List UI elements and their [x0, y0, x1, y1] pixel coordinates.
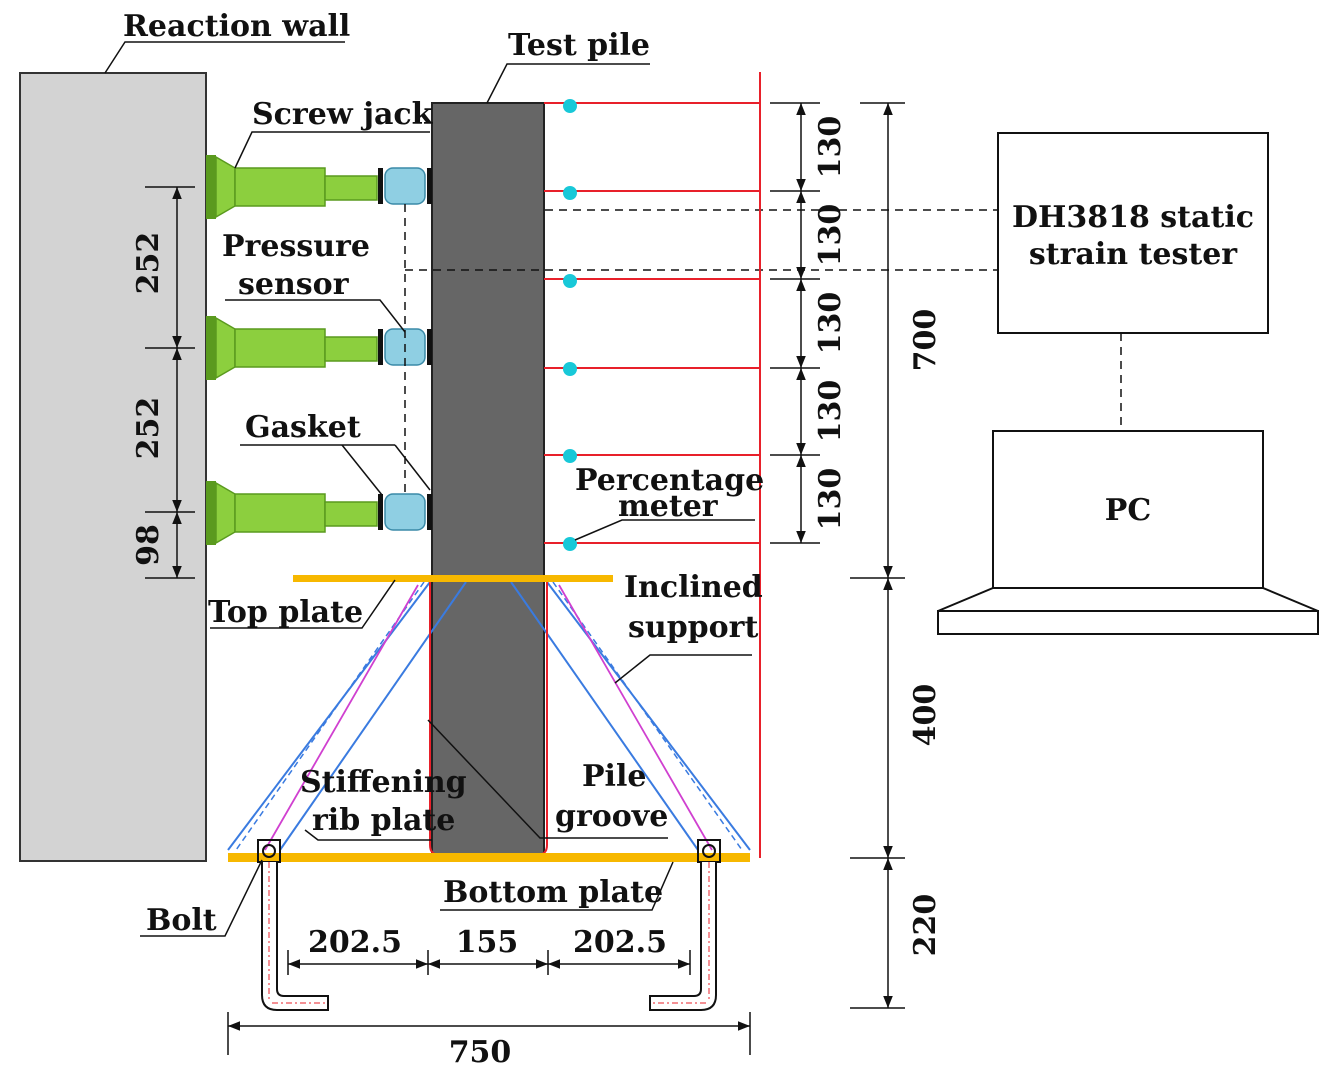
pressure-sensor-label-1: Pressure [222, 229, 370, 264]
screw-jack-leader [234, 131, 430, 169]
meter-dot-3 [563, 274, 577, 288]
pile-groove-label-2: groove [555, 799, 668, 834]
sensor-cable [404, 204, 998, 494]
percentage-meter-label-1: Percentage [575, 463, 764, 498]
top-plate [293, 575, 613, 582]
stiffening-rib-leader [304, 829, 432, 841]
dim-jack-spacing-2: 252 [131, 397, 166, 460]
pressure-sensor-label-2: sensor [238, 267, 350, 302]
inclined-support-label-1: Inclined [624, 570, 763, 605]
screw-jack-3 [206, 481, 432, 545]
pressure-sensor-1 [384, 167, 426, 205]
dim-meter-spacing-4: 130 [813, 380, 848, 443]
height-dimension-lines [850, 102, 905, 1009]
dim-width-pile: 155 [456, 925, 519, 960]
dim-width-left: 202.5 [308, 925, 402, 960]
dim-meter-spacing-5: 130 [813, 468, 848, 531]
bolt-label: Bolt [146, 903, 217, 938]
dim-height-middle: 400 [908, 684, 943, 747]
test-pile [431, 102, 545, 856]
strain-tester-label-2: strain tester [1029, 237, 1238, 272]
meter-dot-6 [563, 537, 577, 551]
pc-keyboard [937, 610, 1319, 635]
dim-jack-spacing-1: 252 [131, 232, 166, 295]
dim-height-lower: 220 [908, 894, 943, 957]
screw-jack-2 [206, 316, 432, 380]
width-dimension-lines [227, 950, 751, 1055]
strain-tester-label-1: DH3818 static [1012, 200, 1254, 235]
gasket-label: Gasket [245, 410, 361, 445]
dim-width-total: 750 [449, 1035, 512, 1070]
pile-groove-label-1: Pile [582, 759, 646, 794]
bolt-left [257, 839, 329, 1011]
top-plate-label: Top plate [208, 595, 363, 630]
meter-dot-1 [563, 99, 577, 113]
meter-dot-2 [563, 186, 577, 200]
dim-jack-to-plate: 98 [131, 524, 166, 566]
screw-jack-label: Screw jack [252, 97, 434, 132]
dim-width-right: 202.5 [573, 925, 667, 960]
bolt-leader [140, 859, 263, 937]
test-pile-label: Test pile [508, 28, 650, 63]
bottom-plate-label: Bottom plate [443, 875, 663, 910]
inclined-support-leader [614, 654, 752, 684]
test-pile-leader [486, 63, 650, 104]
meter-dot-5 [563, 449, 577, 463]
percentage-meter-leader [574, 519, 755, 541]
percentage-meters [563, 99, 577, 551]
strain-tester-box [997, 132, 1269, 334]
bottom-plate [228, 853, 750, 862]
meter-dimension-lines [770, 102, 820, 544]
inclined-support-label-2: support [628, 610, 758, 645]
reaction-wall-label: Reaction wall [123, 9, 350, 44]
gasket-leader-2 [394, 444, 431, 491]
pressure-sensor-3 [384, 493, 426, 531]
reaction-wall-leader [104, 41, 345, 74]
gasket-leader-1 [341, 444, 383, 496]
stiffening-rib-label-2: rib plate [312, 803, 455, 838]
left-dimension-lines [145, 186, 195, 579]
screw-jack-1 [206, 155, 432, 219]
pressure-sensor-leader [225, 299, 406, 333]
top-plate-leader [210, 579, 396, 629]
inclined-supports [227, 581, 751, 851]
bolt-right [649, 839, 721, 1011]
reaction-wall [19, 72, 207, 862]
dim-meter-spacing-3: 130 [813, 292, 848, 355]
pc-label: PC [1105, 493, 1151, 528]
dim-height-upper: 700 [908, 309, 943, 372]
pile-groove-leader [427, 719, 668, 839]
stiffening-rib-label-1: Stiffening [300, 765, 467, 800]
percentage-meter-label-2: meter [618, 489, 719, 524]
meter-dot-4 [563, 362, 577, 376]
meter-frame [544, 72, 761, 858]
dim-meter-spacing-2: 130 [813, 204, 848, 267]
bottom-plate-leader [440, 861, 674, 911]
dim-meter-spacing-1: 130 [813, 116, 848, 179]
pc-base [937, 587, 1319, 612]
